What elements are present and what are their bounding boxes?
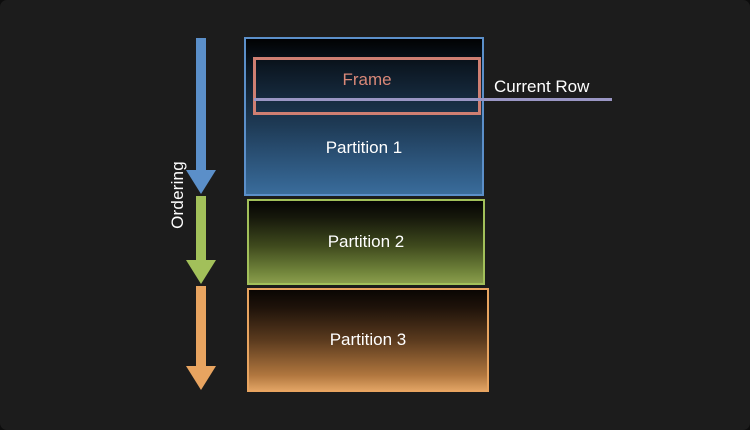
- ordering-axis-label: Ordering: [168, 161, 187, 229]
- partition-block-1: Partition 1: [244, 37, 484, 196]
- frame-label: Frame: [342, 70, 392, 89]
- partition-block-2: Partition 2: [247, 199, 485, 285]
- arrow-shaft: [196, 286, 206, 366]
- current-row-line: [254, 98, 612, 101]
- arrow-shaft: [196, 196, 206, 260]
- partition-block-3: Partition 3: [247, 288, 489, 392]
- arrow-shaft: [196, 38, 206, 170]
- arrow-head-icon: [186, 366, 216, 390]
- ordering-arrow-green: [186, 196, 216, 284]
- partition-label: Partition 3: [329, 330, 407, 349]
- current-row-label: Current Row: [494, 77, 590, 96]
- partition-label: Partition 2: [327, 232, 405, 251]
- partition-label: Partition 1: [325, 138, 403, 157]
- ordering-arrow-blue: [186, 38, 216, 194]
- arrow-head-icon: [186, 260, 216, 284]
- frame-box: Frame: [253, 57, 481, 115]
- arrow-head-icon: [186, 170, 216, 194]
- ordering-arrow-orange: [186, 286, 216, 390]
